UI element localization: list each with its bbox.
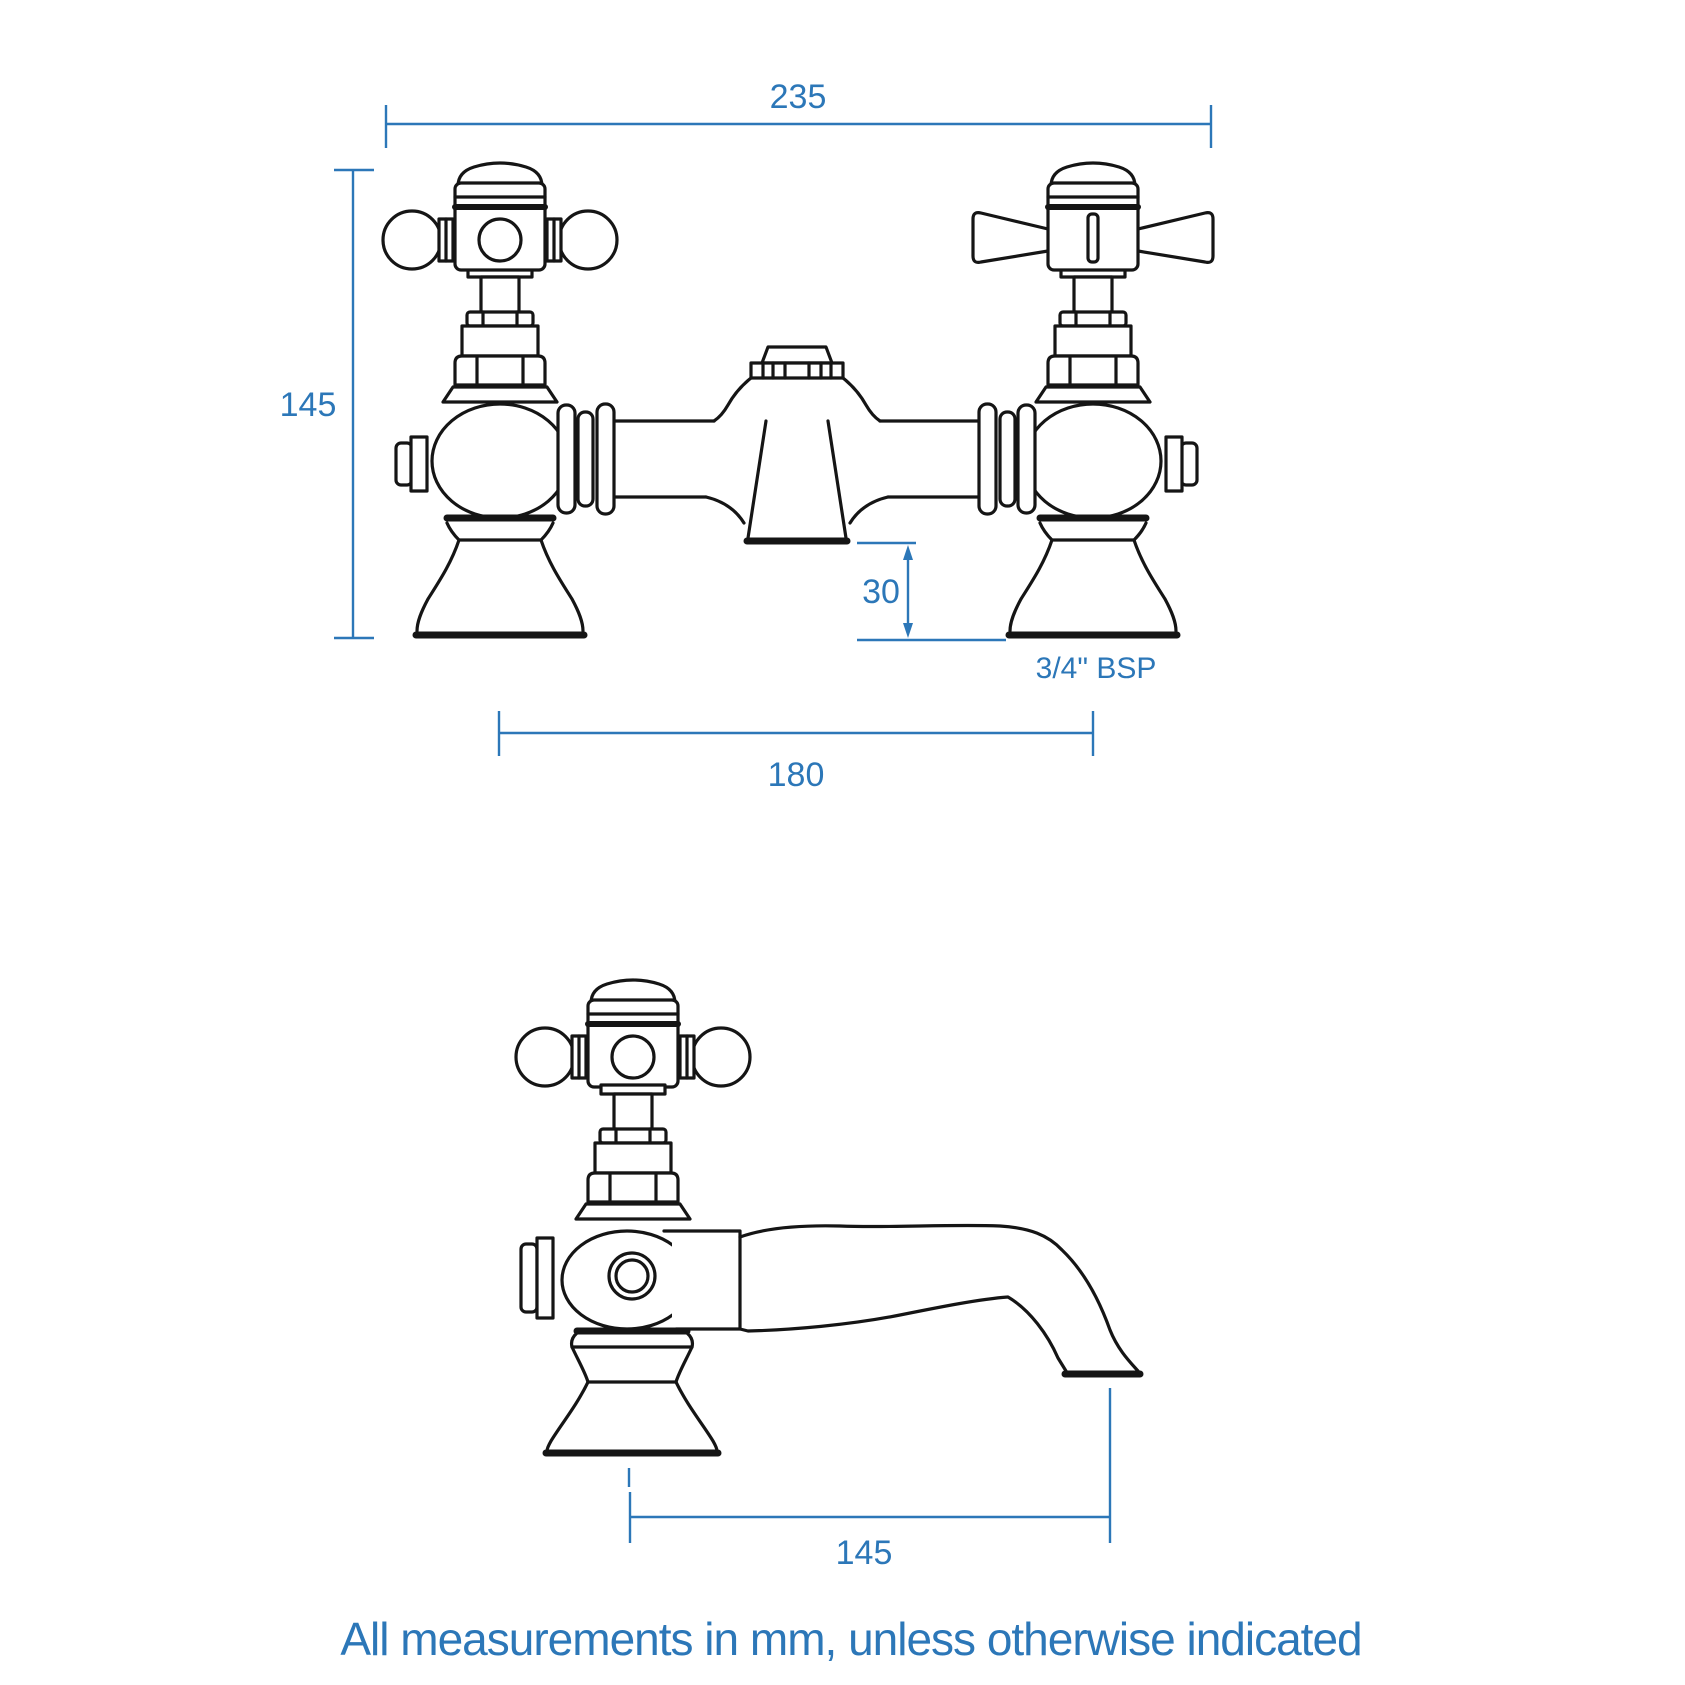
front-left-handle — [383, 163, 617, 270]
side-port-inner — [614, 1258, 650, 1294]
side-base — [542, 1327, 722, 1457]
front-right-valve — [1009, 268, 1199, 635]
front-right-handle — [973, 163, 1213, 270]
front-view-drawing — [383, 163, 1213, 635]
side-nut-stack — [574, 1083, 692, 1221]
footer-note: All measurements in mm, unless otherwise… — [340, 1613, 1361, 1665]
dimension-tap-centres: 180 — [497, 711, 1095, 794]
dim-label-overall-height: 145 — [280, 386, 337, 424]
dim-label-spout-reach: 145 — [836, 1534, 893, 1572]
dim-label-overall-width: 235 — [770, 78, 827, 116]
centre-outlet — [704, 345, 890, 545]
dimension-spout-clearance: 30 — [857, 541, 1006, 642]
dim-label-spout-clearance: 30 — [862, 573, 900, 611]
dim-label-thread: 3/4" BSP — [1036, 652, 1157, 685]
pipe-outline — [612, 419, 982, 499]
dimension-overall-width: 235 — [384, 78, 1213, 148]
front-left-valve — [394, 268, 584, 635]
side-view-drawing — [516, 980, 1144, 1457]
side-handle — [516, 980, 750, 1087]
pipe-collars — [556, 402, 1037, 516]
dimension-overall-height: 145 — [280, 168, 374, 640]
side-spout — [738, 1223, 1144, 1378]
dim-label-tap-centres: 180 — [768, 756, 825, 794]
dimension-spout-reach: 145 — [627, 1388, 1112, 1572]
side-nub — [519, 1236, 555, 1320]
